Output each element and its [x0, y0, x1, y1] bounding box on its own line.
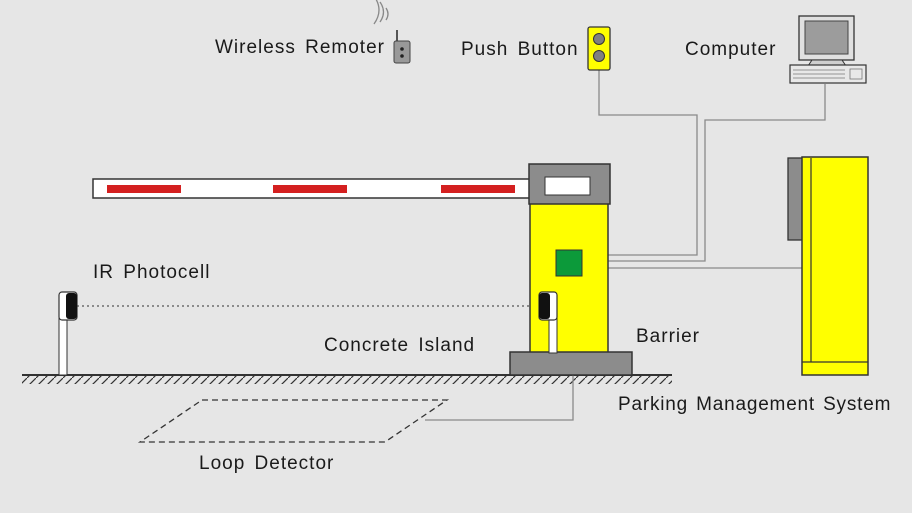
loop-detector-area — [137, 399, 450, 443]
wire-push-button — [582, 70, 698, 256]
barrier-label: Barrier — [636, 326, 701, 347]
concrete-island — [509, 351, 633, 376]
ir-photocell-label: IR Photocell — [93, 262, 211, 283]
wire-computer — [582, 84, 826, 262]
photocell-emitter — [58, 291, 78, 376]
computer-monitor-icon — [798, 15, 855, 67]
concrete-island-label: Concrete Island — [324, 335, 476, 356]
wifi-signal-icon — [373, 0, 389, 25]
keyboard-icon — [789, 64, 867, 84]
boom-stripe — [441, 185, 515, 193]
computer-label: Computer — [685, 39, 777, 60]
parking-management-system-label: Parking Management System — [618, 394, 892, 415]
traffic-light-button-icon — [587, 26, 611, 71]
barrier-cabinet — [528, 163, 611, 356]
controller-board — [555, 249, 583, 277]
wireless-remoter-label: Wireless Remoter — [215, 37, 385, 58]
ground — [22, 374, 672, 384]
wiring — [77, 70, 826, 421]
remote-control-icon — [393, 30, 411, 64]
boom-arm — [92, 178, 589, 199]
boom-stripe — [273, 185, 347, 193]
parking-management-cabinet — [787, 156, 869, 376]
boom-stripe — [107, 185, 181, 193]
loop-detector-label: Loop Detector — [199, 453, 335, 474]
push-button-label: Push Button — [461, 39, 579, 60]
photocell-receiver — [538, 291, 558, 354]
